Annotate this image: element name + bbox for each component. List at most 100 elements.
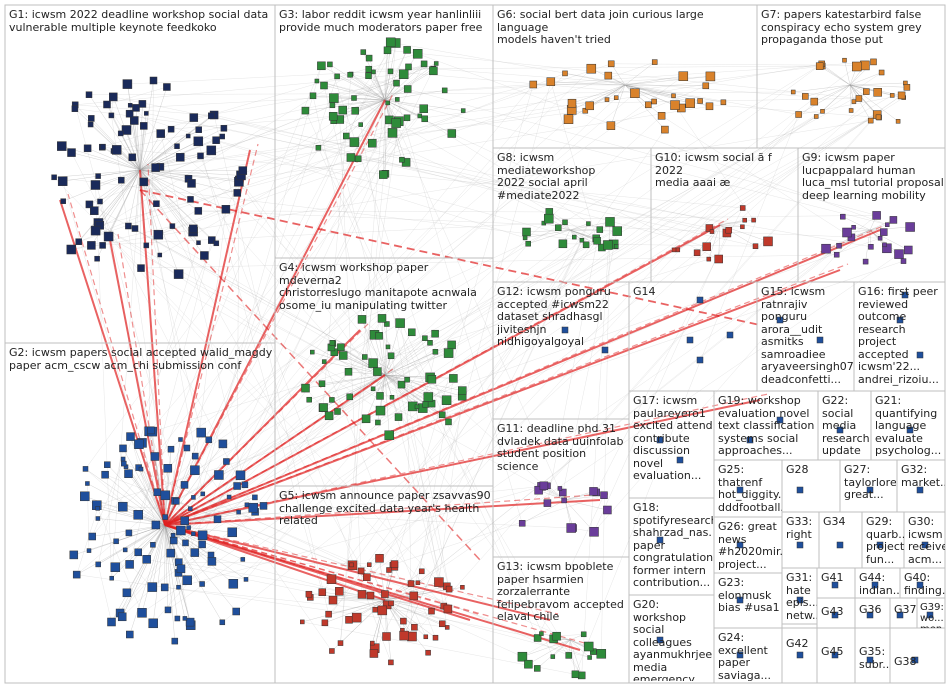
edge: [102, 146, 141, 171]
edge: [164, 524, 195, 553]
vertex-node: [388, 600, 394, 607]
vertex-node: [227, 527, 237, 538]
edge: [849, 72, 882, 86]
vertex-node: [238, 166, 248, 175]
vertex-node: [763, 236, 773, 247]
edge: [322, 238, 597, 593]
edge: [339, 119, 363, 595]
vertex-node: [863, 88, 870, 95]
vertex-node: [657, 112, 666, 120]
edge: [849, 84, 907, 88]
vertex-node: [685, 98, 695, 108]
vertex-node: [150, 452, 160, 461]
edge: [318, 99, 386, 148]
edge: [548, 215, 877, 219]
vertex-node: [439, 620, 446, 628]
edge: [309, 374, 386, 400]
group-box-g9: [797, 147, 946, 283]
vertex-node: [670, 100, 680, 110]
edge: [164, 443, 224, 526]
edge: [398, 66, 820, 122]
edge: [562, 231, 618, 493]
vertex-node: [99, 242, 106, 249]
vertex-node: [124, 469, 133, 478]
vertex-node: [419, 568, 425, 575]
edge: [361, 319, 386, 376]
edge: [328, 599, 386, 615]
edge: [139, 169, 227, 210]
vertex-node: [882, 243, 892, 254]
group-box-g16: [853, 281, 946, 392]
vertex-node: [851, 99, 857, 104]
vertex-node: [422, 335, 428, 341]
vertex-node: [301, 383, 310, 393]
vertex-node: [543, 499, 552, 507]
edge: [351, 73, 877, 216]
edge: [331, 374, 386, 401]
edge: [821, 63, 851, 86]
vertex-node: [796, 596, 804, 604]
vertex-node: [97, 198, 103, 205]
vertex-node: [398, 69, 409, 79]
edge: [384, 324, 388, 376]
group-box-g7: [756, 4, 946, 149]
vertex-node: [676, 456, 684, 464]
vertex-node: [421, 115, 428, 123]
edge: [690, 103, 879, 118]
edge: [139, 103, 143, 171]
vertex-node: [896, 611, 904, 619]
vertex-node: [534, 485, 543, 495]
edge: [164, 93, 394, 526]
vertex-node: [875, 114, 882, 121]
vertex-node: [122, 79, 133, 89]
edge: [321, 374, 386, 384]
vertex-node: [104, 461, 111, 468]
edge: [316, 80, 888, 225]
vertex-node: [867, 117, 874, 124]
vertex-node: [630, 88, 640, 98]
vertex-node: [198, 540, 206, 549]
vertex-node: [240, 557, 246, 562]
edge: [91, 118, 141, 171]
edge: [130, 436, 157, 526]
vertex-node: [604, 71, 613, 80]
vertex-node: [836, 242, 842, 249]
vertex-node: [596, 226, 604, 233]
vertex-node: [866, 486, 874, 494]
edge: [238, 181, 582, 676]
vertex-node: [354, 155, 362, 163]
vertex-node: [447, 340, 456, 350]
vertex-node: [346, 153, 356, 162]
edge: [350, 157, 871, 247]
vertex-node: [206, 145, 217, 156]
vertex-node: [656, 536, 664, 544]
vertex-node: [143, 242, 150, 249]
vertex-node: [235, 470, 246, 481]
vertex-node: [376, 392, 384, 400]
edge: [164, 493, 609, 526]
vertex-node: [603, 505, 612, 515]
edge: [383, 99, 386, 175]
vertex-node: [880, 228, 888, 236]
edge: [143, 63, 822, 183]
vertex-node: [443, 604, 453, 614]
edge: [164, 223, 889, 526]
edge: [719, 224, 743, 228]
vertex-node: [565, 652, 572, 659]
vertex-node: [671, 247, 677, 253]
vertex-node: [321, 359, 327, 364]
vertex-node: [386, 567, 392, 573]
vertex-node: [686, 336, 694, 344]
edge: [417, 378, 454, 583]
vertex-node: [185, 617, 195, 627]
vertex-node: [324, 411, 334, 421]
vertex-node: [180, 481, 189, 489]
edge: [384, 346, 389, 376]
group-box-g14: [628, 281, 758, 392]
edge: [522, 639, 571, 657]
edge: [139, 169, 199, 212]
edge: [164, 524, 176, 642]
edge: [397, 99, 523, 524]
edge: [71, 169, 141, 250]
vertex-node: [432, 349, 439, 355]
